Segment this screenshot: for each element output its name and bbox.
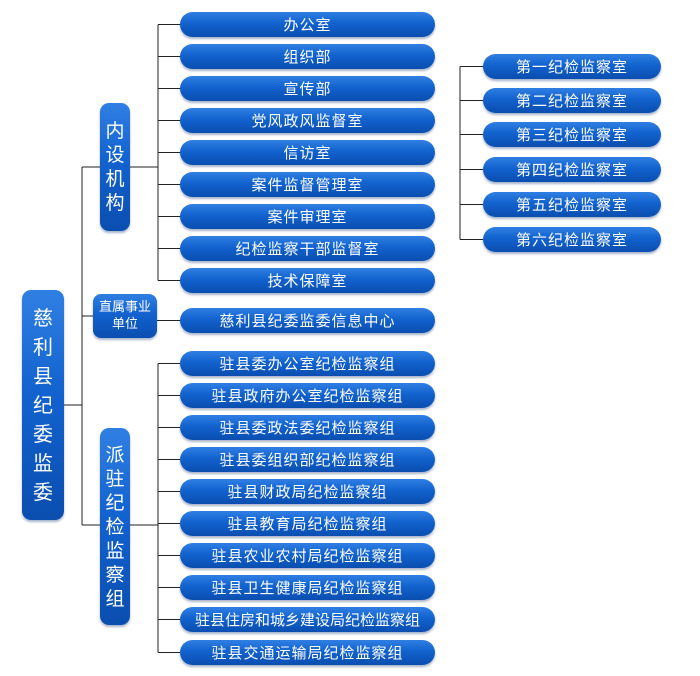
inspection-office-node: 第六纪检监察室 (483, 227, 661, 252)
root-label: 慈利县纪委监委 (33, 305, 53, 504)
inspection-office-node: 第二纪检监察室 (483, 88, 661, 113)
section-label: 内设机构 (105, 120, 125, 214)
section-direct-institutions: 直属事业单位 (93, 294, 157, 338)
org-unit-node: 办公室 (180, 12, 435, 37)
org-unit-node: 驻县委政法委纪检监察组 (180, 415, 435, 440)
org-unit-node: 案件监督管理室 (180, 172, 435, 197)
org-unit-node: 慈利县纪委监委信息中心 (180, 308, 435, 333)
org-unit-node: 党风政风监督室 (180, 108, 435, 133)
org-unit-node: 驻县卫生健康局纪检监察组 (180, 575, 435, 600)
org-unit-node: 宣传部 (180, 76, 435, 101)
org-unit-node: 驻县住房和城乡建设局纪检监察组 (180, 607, 435, 632)
inspection-office-node: 第五纪检监察室 (483, 192, 661, 217)
org-unit-node: 驻县委组织部纪检监察组 (180, 447, 435, 472)
section-label: 派驻纪检监察组 (105, 443, 125, 610)
org-unit-node: 驻县交通运输局纪检监察组 (180, 640, 435, 665)
org-unit-node: 信访室 (180, 140, 435, 165)
section-stationed-groups: 派驻纪检监察组 (100, 428, 130, 625)
inspection-office-node: 第四纪检监察室 (483, 157, 661, 182)
org-unit-node: 驻县财政局纪检监察组 (180, 479, 435, 504)
org-unit-node: 驻县农业农村局纪检监察组 (180, 543, 435, 568)
section-label: 直属事业单位 (98, 300, 151, 332)
inspection-office-node: 第一纪检监察室 (483, 54, 661, 79)
section-internal-departments: 内设机构 (100, 103, 130, 231)
org-unit-node: 技术保障室 (180, 268, 435, 293)
org-unit-node: 驻县政府办公室纪检监察组 (180, 383, 435, 408)
org-unit-node: 案件审理室 (180, 204, 435, 229)
org-unit-node: 驻县委办公室纪检监察组 (180, 351, 435, 376)
org-unit-node: 组织部 (180, 44, 435, 69)
org-unit-node: 纪检监察干部监督室 (180, 236, 435, 261)
inspection-office-node: 第三纪检监察室 (483, 122, 661, 147)
root-node: 慈利县纪委监委 (22, 290, 64, 520)
org-unit-node: 驻县教育局纪检监察组 (180, 511, 435, 536)
